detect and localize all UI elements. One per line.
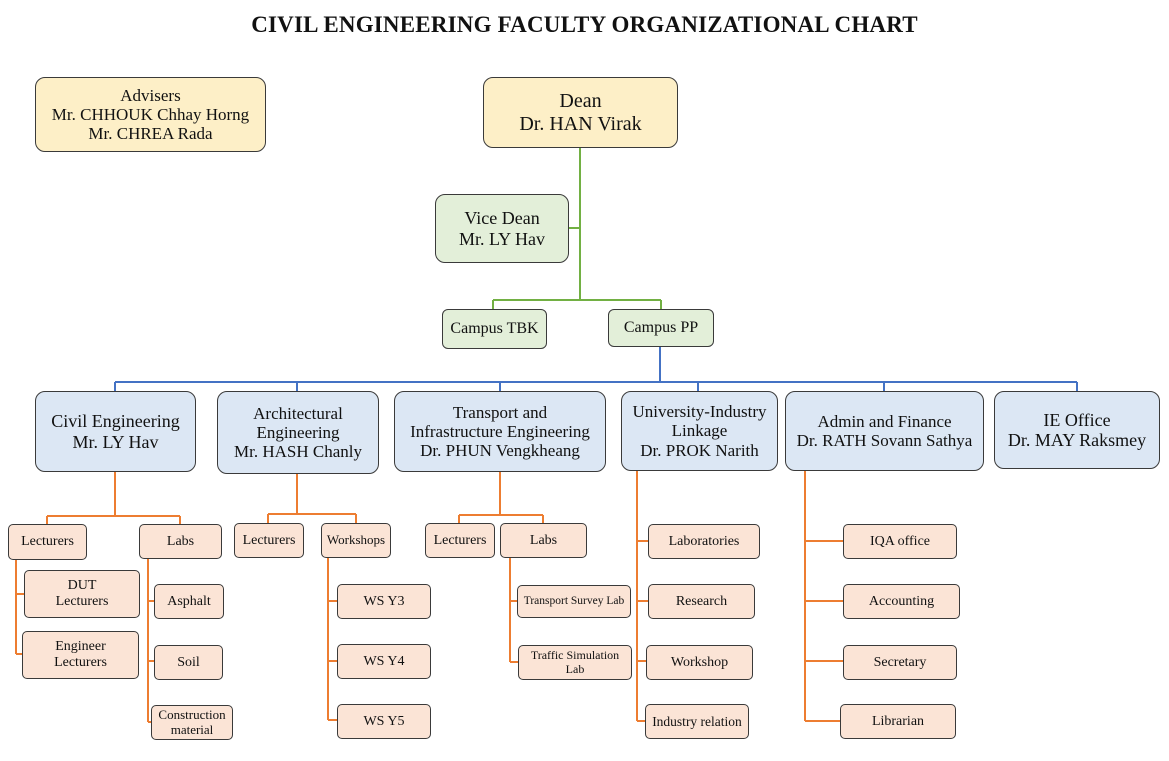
unit-label: Lecturers <box>54 655 107 670</box>
unit-label: material <box>170 721 214 737</box>
vice-dean-name: Mr. LY Hav <box>458 228 546 249</box>
dept-ie-office: IE Office Dr. MAY Raksmey <box>994 391 1160 469</box>
dept-name: Infrastructure Engineering <box>410 421 590 441</box>
arch-ws-y4-box: WS Y4 <box>337 644 431 679</box>
adviser-name: Mr. CHREA Rada <box>88 124 213 144</box>
dept-transport-infrastructure: Transport and Infrastructure Engineering… <box>394 391 606 472</box>
campus-tbk-box: Campus TBK <box>442 309 547 349</box>
advisers-heading: Advisers <box>120 85 181 105</box>
admin-secretary-box: Secretary <box>843 645 957 680</box>
civil-labs-box: Labs <box>139 524 222 559</box>
unit-label: Labs <box>166 533 195 549</box>
unit-label: Engineer <box>55 639 106 655</box>
unit-label: Laboratories <box>668 533 740 549</box>
campus-pp-box: Campus PP <box>608 309 714 347</box>
unit-label: Workshops <box>326 532 386 548</box>
uil-workshop-box: Workshop <box>646 645 753 680</box>
dept-name: Architectural <box>253 403 343 423</box>
civil-asphalt-lab-box: Asphalt <box>154 584 224 619</box>
uil-industry-relation-box: Industry relation <box>645 704 749 739</box>
transport-lecturers-box: Lecturers <box>425 523 495 558</box>
dept-architectural-engineering: Architectural Engineering Mr. HASH Chanl… <box>217 391 379 474</box>
dept-admin-finance: Admin and Finance Dr. RATH Sovann Sathya <box>785 391 984 471</box>
transport-labs-box: Labs <box>500 523 587 558</box>
dept-head: Mr. LY Hav <box>72 431 159 452</box>
unit-label: Construction <box>158 706 226 722</box>
unit-label: Secretary <box>873 654 927 670</box>
uil-research-box: Research <box>648 584 755 619</box>
unit-label: Labs <box>529 532 558 548</box>
dean-name: Dr. HAN Virak <box>519 112 642 135</box>
dept-head: Mr. HASH Chanly <box>234 442 362 462</box>
adviser-name: Mr. CHHOUK Chhay Horng <box>51 104 250 124</box>
unit-label: Transport Survey Lab <box>523 595 625 608</box>
unit-label: Soil <box>177 654 200 670</box>
unit-label: WS Y4 <box>363 653 405 669</box>
vice-dean-title: Vice Dean <box>464 208 540 229</box>
dept-name: Admin and Finance <box>817 411 952 431</box>
civil-lecturers-box: Lecturers <box>8 524 87 560</box>
campus-tbk-label: Campus TBK <box>450 320 539 338</box>
dept-head: Dr. RATH Sovann Sathya <box>796 431 973 450</box>
civil-engineer-lecturers-box: Engineer Lecturers <box>22 631 139 679</box>
dept-name: Engineering <box>256 422 340 442</box>
unit-label: WS Y3 <box>363 593 405 609</box>
campus-pp-label: Campus PP <box>623 319 699 337</box>
dept-name: Transport and <box>452 402 548 422</box>
arch-workshops-box: Workshops <box>321 523 391 558</box>
unit-label: IQA office <box>870 533 930 549</box>
civil-soil-lab-box: Soil <box>154 645 223 680</box>
transport-survey-lab-box: Transport Survey Lab <box>517 585 631 618</box>
chart-title: CIVIL ENGINEERING FACULTY ORGANIZATIONAL… <box>251 12 918 37</box>
unit-label: Research <box>675 593 728 609</box>
dept-head: Dr. PHUN Vengkheang <box>420 441 580 461</box>
vice-dean-box: Vice Dean Mr. LY Hav <box>435 194 569 263</box>
unit-label: Librarian <box>871 713 925 729</box>
unit-label: Lecturers <box>21 534 74 550</box>
admin-librarian-box: Librarian <box>840 704 956 739</box>
civil-dut-lecturers-box: DUT Lecturers <box>24 570 140 618</box>
orange-connectors <box>15 470 843 723</box>
dept-civil-engineering: Civil Engineering Mr. LY Hav <box>35 391 196 472</box>
unit-label: Accounting <box>868 593 935 609</box>
traffic-simulation-lab-box: Traffic Simulation Lab <box>518 645 632 680</box>
dept-head: Dr. MAY Raksmey <box>1007 430 1147 450</box>
uil-laboratories-box: Laboratories <box>648 524 760 559</box>
unit-label: Asphalt <box>167 593 211 609</box>
arch-lecturers-box: Lecturers <box>234 523 304 558</box>
green-connectors <box>492 148 662 309</box>
unit-label: Industry relation <box>652 713 742 729</box>
dept-name: IE Office <box>1043 409 1111 430</box>
unit-label: Lecturers <box>55 594 109 609</box>
arch-ws-y3-box: WS Y3 <box>337 584 431 619</box>
unit-label: Lab <box>565 661 585 676</box>
advisers-box: Advisers Mr. CHHOUK Chhay Horng Mr. CHRE… <box>35 77 266 152</box>
unit-label: Lecturers <box>433 532 487 548</box>
dean-box: Dean Dr. HAN Virak <box>483 77 678 148</box>
dean-title: Dean <box>559 90 602 113</box>
admin-iqa-office-box: IQA office <box>843 524 957 559</box>
dept-name: Linkage <box>671 421 728 441</box>
unit-label: Traffic Simulation <box>530 648 620 663</box>
dept-university-industry-linkage: University-Industry Linkage Dr. PROK Nar… <box>621 391 778 471</box>
dept-name: Civil Engineering <box>51 411 180 432</box>
unit-label: WS Y5 <box>363 713 405 729</box>
unit-label: DUT <box>67 578 97 594</box>
unit-label: Lecturers <box>242 532 296 548</box>
unit-label: Workshop <box>670 654 729 670</box>
admin-accounting-box: Accounting <box>843 584 960 619</box>
blue-connectors <box>114 347 1078 391</box>
dept-name: University-Industry <box>632 402 767 422</box>
dept-head: Dr. PROK Narith <box>640 440 759 460</box>
arch-ws-y5-box: WS Y5 <box>337 704 431 739</box>
civil-construction-material-lab-box: Construction material <box>151 705 233 740</box>
